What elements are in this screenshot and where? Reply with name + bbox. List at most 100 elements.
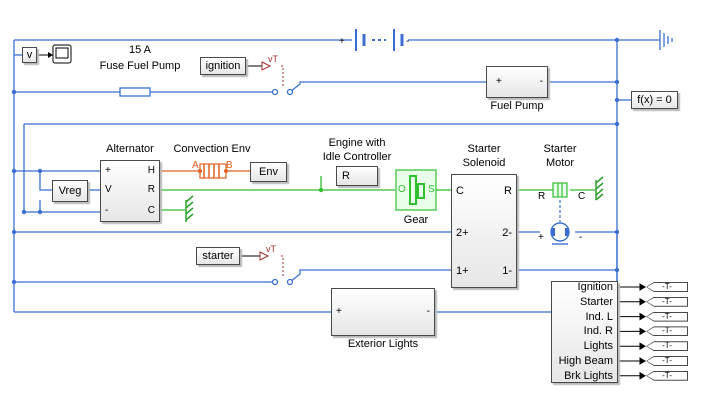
ignition-source-block[interactable]: ignition bbox=[200, 57, 246, 75]
gear-label: Gear bbox=[403, 214, 429, 226]
starter-source-label: starter bbox=[202, 250, 234, 262]
signal-label: Ind. R bbox=[583, 325, 613, 338]
signal-arrows bbox=[48, 52, 53, 58]
vt-label-starter: vT bbox=[266, 244, 276, 254]
motor-label-line1: Starter bbox=[543, 143, 577, 155]
gear-icon bbox=[409, 175, 425, 205]
convection-port-a: A bbox=[192, 160, 199, 171]
motor-port-minus: - bbox=[579, 232, 583, 243]
scope-icon bbox=[52, 44, 72, 64]
fuel-pump-plus: + bbox=[496, 76, 502, 87]
solenoid-port-r: R bbox=[504, 185, 512, 197]
solver-label: f(x) = 0 bbox=[637, 94, 672, 106]
goto-tag-label: -T- bbox=[647, 357, 687, 365]
motor-label-line2: Motor bbox=[545, 157, 575, 169]
fuse-rating: 15 A bbox=[128, 44, 152, 56]
motor-port-r: R bbox=[538, 191, 546, 202]
electrical-wires bbox=[13, 39, 660, 313]
signal-arrow bbox=[639, 371, 646, 380]
convection-icon bbox=[198, 163, 228, 179]
mechanical-ground-icon bbox=[185, 195, 194, 222]
ignition-source-label: ignition bbox=[205, 60, 241, 72]
goto-tag[interactable]: -T- bbox=[646, 370, 688, 381]
exterior-lights-label: Exterior Lights bbox=[347, 338, 419, 350]
alternator-port-minus: - bbox=[105, 205, 109, 216]
goto-tag[interactable]: -T- bbox=[646, 341, 688, 352]
fuel-pump-block[interactable]: + - bbox=[486, 66, 548, 98]
engine-block[interactable]: R bbox=[336, 166, 378, 186]
signal-arrow bbox=[639, 327, 646, 336]
signal-label: Ind. L bbox=[585, 310, 613, 323]
starter-solenoid-block[interactable]: C R 2+ 2- 1+ 1- bbox=[451, 174, 517, 288]
battery-icon bbox=[355, 29, 404, 51]
voltmeter-block[interactable]: v bbox=[22, 47, 37, 63]
switch-control-lines bbox=[281, 65, 284, 278]
solenoid-port-2minus: 2- bbox=[502, 227, 512, 239]
mechanical-wires bbox=[160, 176, 595, 211]
goto-tag-label: -T- bbox=[647, 312, 687, 321]
motor-port-plus: + bbox=[538, 232, 544, 243]
starter-source-block[interactable]: starter bbox=[196, 247, 240, 265]
goto-tag[interactable]: -T- bbox=[646, 296, 688, 307]
signal-label: Brk Lights bbox=[564, 369, 613, 382]
signal-arrow bbox=[639, 283, 646, 291]
alternator-label: Alternator bbox=[106, 143, 154, 155]
goto-tag-label: -T- bbox=[647, 342, 687, 351]
solenoid-port-1minus: 1- bbox=[502, 265, 512, 277]
goto-tag-label: -T- bbox=[647, 327, 687, 336]
alternator-port-r: R bbox=[147, 184, 155, 195]
engine-label-line1: Engine with bbox=[328, 137, 386, 149]
battery-plus: + bbox=[339, 36, 345, 47]
solenoid-port-2plus: 2+ bbox=[456, 227, 469, 239]
solenoid-label-line2: Solenoid bbox=[462, 157, 506, 169]
signal-bus-lines bbox=[618, 283, 646, 380]
ground-icon bbox=[659, 30, 673, 50]
lights-port-plus: + bbox=[336, 306, 342, 317]
vt-label-ignition: vT bbox=[268, 54, 278, 64]
goto-tag[interactable]: -T- bbox=[646, 356, 688, 366]
signal-arrow bbox=[639, 297, 646, 306]
motor-case-ground-icon bbox=[595, 176, 604, 201]
solenoid-port-1plus: 1+ bbox=[456, 265, 469, 277]
engine-label-line2: Idle Controller bbox=[322, 151, 392, 163]
signal-label: Lights bbox=[583, 340, 613, 353]
gear-port-o: O bbox=[398, 184, 406, 195]
signal-arrow bbox=[639, 357, 646, 365]
motor-port-c: C bbox=[578, 191, 586, 202]
exterior-lights-block[interactable]: + - bbox=[331, 288, 435, 336]
goto-tag[interactable]: -T- bbox=[646, 311, 688, 322]
starter-motor-icon bbox=[550, 182, 570, 245]
signal-arrow bbox=[639, 342, 646, 351]
gear-port-s: S bbox=[428, 184, 435, 195]
goto-tag[interactable]: -T- bbox=[646, 282, 688, 292]
signal-label: Ignition bbox=[577, 281, 613, 293]
alternator-port-v: V bbox=[105, 184, 112, 195]
solenoid-label-line1: Starter bbox=[467, 143, 501, 155]
convection-port-b: B bbox=[226, 160, 233, 171]
vreg-block[interactable]: Vreg bbox=[52, 180, 88, 202]
env-block[interactable]: Env bbox=[250, 162, 287, 182]
vreg-label: Vreg bbox=[58, 185, 82, 197]
engine-port-r: R bbox=[342, 170, 350, 182]
battery-minus: - bbox=[406, 36, 410, 47]
voltmeter-label: v bbox=[26, 49, 33, 61]
solver-block[interactable]: f(x) = 0 bbox=[631, 91, 678, 109]
goto-tag-label: -T- bbox=[647, 297, 687, 306]
goto-tag[interactable]: -T- bbox=[646, 326, 688, 337]
signal-lines bbox=[37, 54, 262, 257]
alternator-port-h: H bbox=[147, 165, 155, 176]
solenoid-port-c: C bbox=[456, 185, 464, 197]
signal-label: Starter bbox=[579, 295, 613, 308]
goto-tag-label: -T- bbox=[647, 371, 687, 380]
signal-arrow bbox=[639, 312, 646, 321]
alternator-block[interactable]: + V - H R C bbox=[100, 160, 160, 222]
goto-tag-label: -T- bbox=[647, 283, 687, 291]
wire-junctions bbox=[11, 37, 620, 285]
signal-label: High Beam bbox=[558, 355, 613, 367]
fuse-name: Fuse Fuel Pump bbox=[99, 60, 181, 72]
alternator-port-plus: + bbox=[105, 165, 111, 176]
fuel-pump-label: Fuel Pump bbox=[490, 100, 544, 112]
convection-env-label: Convection Env bbox=[173, 143, 251, 155]
